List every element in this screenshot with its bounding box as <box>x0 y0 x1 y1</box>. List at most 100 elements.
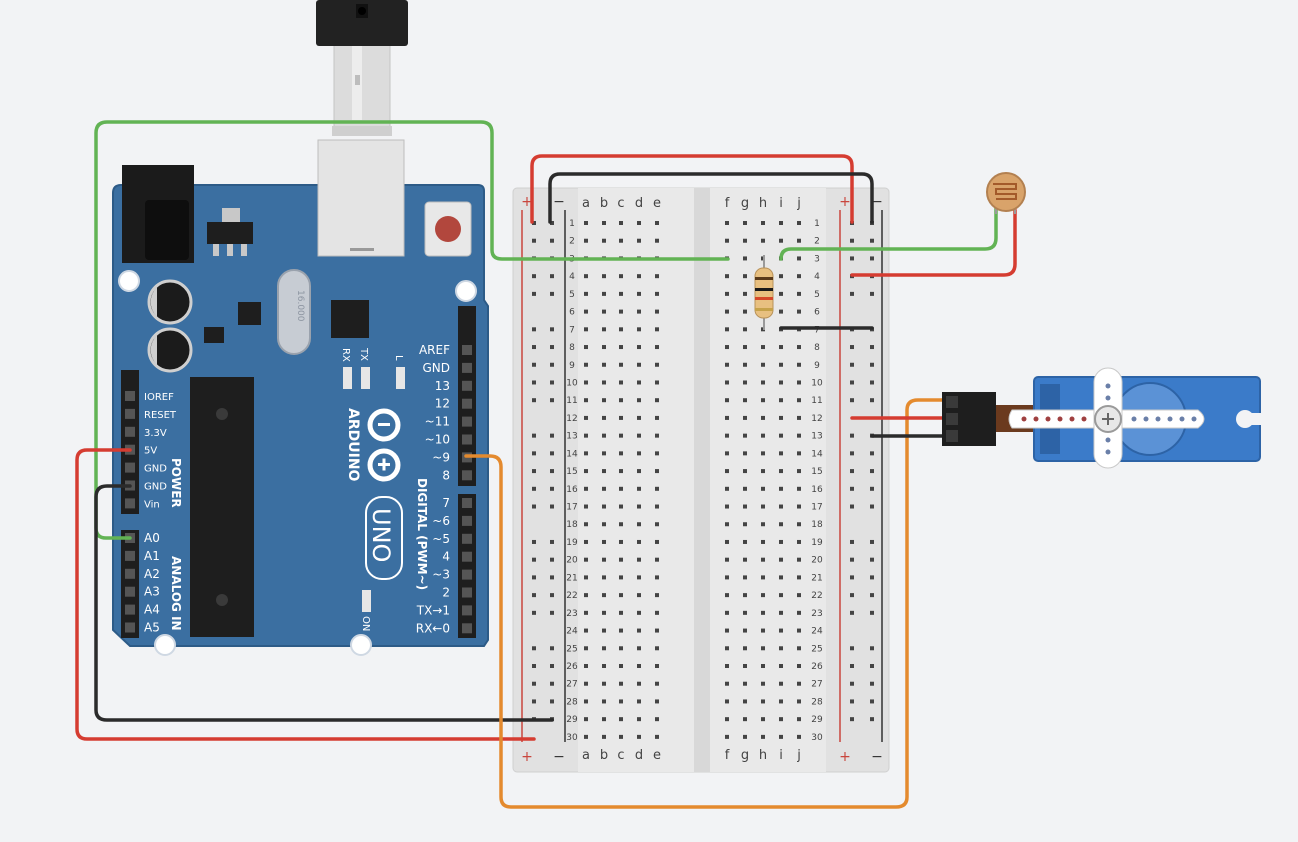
breadboard-hole[interactable] <box>584 221 588 225</box>
breadboard-hole[interactable] <box>725 593 729 598</box>
rail-hole[interactable] <box>850 433 854 438</box>
breadboard-hole[interactable] <box>797 433 801 438</box>
header-socket[interactable] <box>462 605 472 616</box>
breadboard-hole[interactable] <box>743 610 747 615</box>
rail-hole[interactable] <box>850 717 854 722</box>
breadboard-hole[interactable] <box>637 398 641 403</box>
breadboard-hole[interactable] <box>602 469 606 474</box>
breadboard-hole[interactable] <box>779 345 783 350</box>
breadboard-hole[interactable] <box>761 664 765 668</box>
rail-hole[interactable] <box>532 575 536 580</box>
breadboard-hole[interactable] <box>637 291 641 296</box>
breadboard-hole[interactable] <box>725 646 729 651</box>
breadboard-hole[interactable] <box>637 433 641 438</box>
rail-hole[interactable] <box>850 593 854 598</box>
breadboard-hole[interactable] <box>779 593 783 598</box>
breadboard-hole[interactable] <box>797 274 801 279</box>
breadboard-hole[interactable] <box>761 646 765 651</box>
breadboard-hole[interactable] <box>584 291 588 296</box>
rail-hole[interactable] <box>532 557 536 562</box>
breadboard-hole[interactable] <box>725 451 729 456</box>
rail-hole[interactable] <box>532 327 536 332</box>
rail-hole[interactable] <box>532 362 536 367</box>
breadboard-hole[interactable] <box>743 291 747 296</box>
rail-hole[interactable] <box>550 451 554 456</box>
breadboard-hole[interactable] <box>761 699 765 704</box>
breadboard-hole[interactable] <box>619 575 623 580</box>
wire-green-ldr[interactable] <box>779 204 998 261</box>
wire-red-5v[interactable] <box>75 448 536 741</box>
rail-hole[interactable] <box>532 681 536 686</box>
rail-hole[interactable] <box>532 699 536 704</box>
rail-hole[interactable] <box>850 451 854 456</box>
breadboard-hole[interactable] <box>797 238 801 243</box>
breadboard-hole[interactable] <box>619 221 623 225</box>
breadboard-hole[interactable] <box>637 522 641 527</box>
breadboard-hole[interactable] <box>655 274 659 279</box>
rail-hole[interactable] <box>850 238 854 243</box>
header-socket[interactable] <box>462 345 472 355</box>
breadboard-hole[interactable] <box>584 593 588 598</box>
header-socket[interactable] <box>125 586 135 597</box>
breadboard-hole[interactable] <box>779 734 783 739</box>
breadboard-hole[interactable] <box>797 681 801 686</box>
breadboard-hole[interactable] <box>619 486 623 491</box>
breadboard-hole[interactable] <box>655 309 659 314</box>
rail-hole[interactable] <box>550 238 554 243</box>
breadboard-hole[interactable] <box>619 398 623 403</box>
breadboard-hole[interactable] <box>584 274 588 279</box>
breadboard-hole[interactable] <box>584 610 588 615</box>
rail-hole[interactable] <box>870 469 874 474</box>
rail-hole[interactable] <box>870 699 874 704</box>
breadboard-hole[interactable] <box>761 345 765 350</box>
breadboard-hole[interactable] <box>743 664 747 668</box>
breadboard-hole[interactable] <box>655 539 659 544</box>
breadboard-hole[interactable] <box>761 362 765 367</box>
breadboard-hole[interactable] <box>743 469 747 474</box>
breadboard-hole[interactable] <box>584 557 588 562</box>
breadboard-hole[interactable] <box>743 221 747 225</box>
rail-hole[interactable] <box>850 681 854 686</box>
rail-hole[interactable] <box>532 291 536 296</box>
breadboard-hole[interactable] <box>779 398 783 403</box>
breadboard-hole[interactable] <box>637 238 641 243</box>
breadboard-hole[interactable] <box>725 681 729 686</box>
header-socket[interactable] <box>462 434 472 445</box>
breadboard-hole[interactable] <box>619 628 623 633</box>
breadboard-hole[interactable] <box>743 681 747 686</box>
breadboard-hole[interactable] <box>655 451 659 456</box>
breadboard-hole[interactable] <box>619 522 623 527</box>
breadboard-hole[interactable] <box>637 345 641 350</box>
rail-hole[interactable] <box>550 380 554 385</box>
header-socket[interactable] <box>125 426 135 437</box>
breadboard-hole[interactable] <box>584 734 588 739</box>
breadboard-hole[interactable] <box>743 345 747 350</box>
breadboard-hole[interactable] <box>761 380 765 385</box>
breadboard-hole[interactable] <box>725 380 729 385</box>
rail-hole[interactable] <box>870 256 874 261</box>
breadboard-hole[interactable] <box>797 699 801 704</box>
rail-hole[interactable] <box>532 646 536 651</box>
rail-hole[interactable] <box>532 486 536 491</box>
breadboard-hole[interactable] <box>797 504 801 509</box>
breadboard-hole[interactable] <box>602 238 606 243</box>
breadboard-hole[interactable] <box>797 734 801 739</box>
breadboard-hole[interactable] <box>761 469 765 474</box>
breadboard-hole[interactable] <box>584 398 588 403</box>
breadboard-hole[interactable] <box>761 433 765 438</box>
breadboard-hole[interactable] <box>797 522 801 527</box>
breadboard-hole[interactable] <box>779 575 783 580</box>
breadboard-hole[interactable] <box>797 593 801 598</box>
header-socket[interactable] <box>462 470 472 481</box>
breadboard-hole[interactable] <box>619 734 623 739</box>
breadboard-hole[interactable] <box>619 504 623 509</box>
breadboard-hole[interactable] <box>761 593 765 598</box>
breadboard-hole[interactable] <box>637 664 641 668</box>
breadboard-hole[interactable] <box>761 681 765 686</box>
rail-hole[interactable] <box>550 504 554 509</box>
breadboard-hole[interactable] <box>602 309 606 314</box>
rail-hole[interactable] <box>850 398 854 403</box>
breadboard-hole[interactable] <box>655 291 659 296</box>
breadboard-hole[interactable] <box>584 664 588 668</box>
